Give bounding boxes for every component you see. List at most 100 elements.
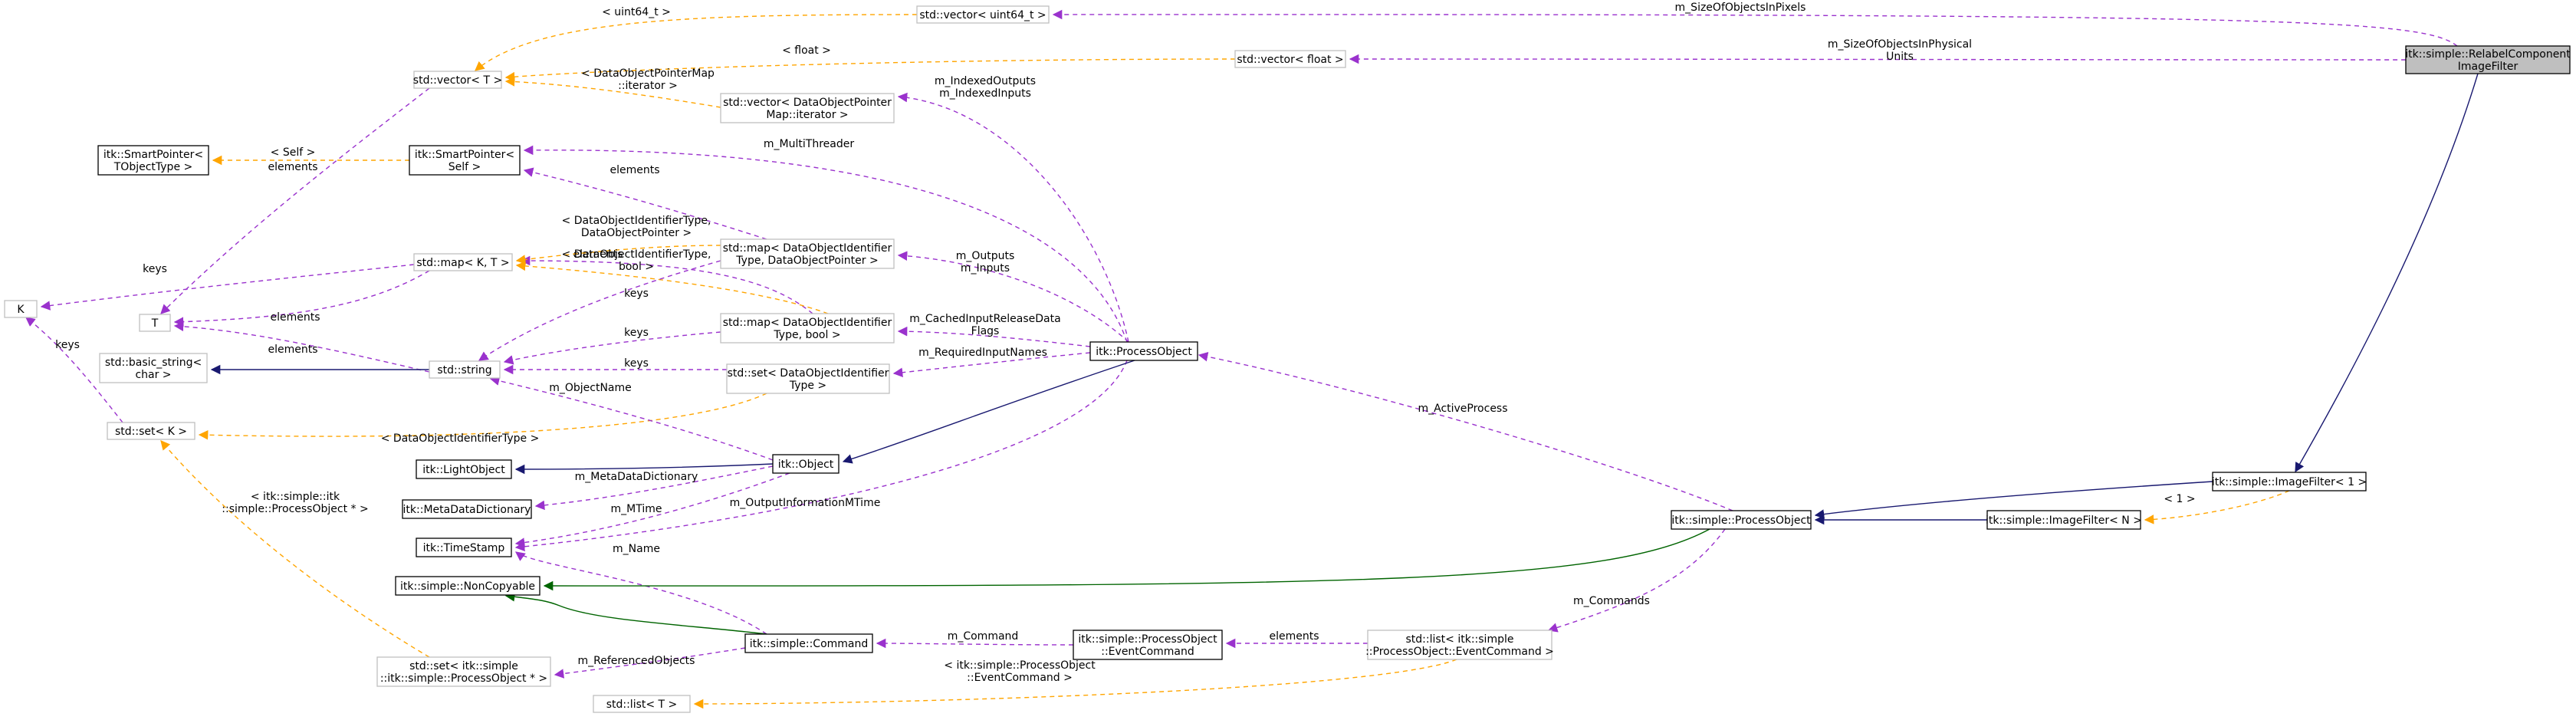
node-imagefilter-N[interactable]: itk::simple::ImageFilter< N > (1986, 510, 2142, 530)
edge-line (2144, 490, 2290, 524)
edge-float-tpl: < float > (504, 44, 1236, 82)
node-vec-uint64[interactable]: std::vector< uint64_t > (916, 5, 1050, 24)
edge-line (876, 638, 1074, 649)
node-label: std::set< K > (115, 426, 187, 438)
node-box (720, 313, 895, 344)
edge-label: m_Outputs (956, 250, 1015, 262)
edge-label: m_Commands (1573, 595, 1650, 607)
node-box (376, 656, 551, 687)
edge-label: < DataObjectIdentifierType, (562, 215, 711, 227)
node-box (1367, 630, 1552, 660)
node-map-doid-dop[interactable]: std::map< DataObjectIdentifierType, Data… (720, 238, 895, 269)
edge-line (160, 440, 430, 658)
node-sp-self[interactable]: itk::SmartPointer<Self > (409, 145, 521, 176)
node-box (720, 93, 895, 123)
node-label: ImageFilter (2458, 61, 2518, 73)
edge-label: keys (143, 263, 167, 275)
edge-list-elements: elements (1225, 630, 1368, 649)
node-K[interactable]: K (4, 300, 38, 318)
node-label: std::vector< uint64_t > (919, 9, 1046, 21)
node-box (916, 5, 1050, 24)
inheritance-edge (504, 591, 767, 635)
node-label: char > (135, 369, 171, 381)
edge-name: m_Name (514, 543, 767, 635)
edge-label: elements (268, 344, 317, 356)
edge-referenced: m_ReferencedObjects (554, 647, 746, 679)
edge-one-tpl: < 1 > (2144, 490, 2290, 524)
node-process-object[interactable]: itk::ProcessObject (1089, 341, 1198, 361)
node-timestamp[interactable]: itk::TimeStamp (416, 538, 512, 557)
edge-label: Units (1886, 51, 1914, 63)
node-map-doid-bool[interactable]: std::map< DataObjectIdentifierType, bool… (720, 313, 895, 344)
node-simple-po[interactable]: itk::simple::ProcessObject (1671, 510, 1812, 530)
edge-label: < itk::simple::itk (251, 491, 340, 503)
edge-active-process: m_ActiveProcess (1198, 352, 1733, 511)
node-label: itk::TimeStamp (423, 542, 505, 554)
node-object[interactable]: itk::Object (772, 454, 840, 474)
node-map-KT[interactable]: std::map< K, T > (413, 253, 513, 271)
node-box (395, 576, 540, 596)
node-set-K[interactable]: std::set< K > (107, 422, 196, 440)
node-set-doid[interactable]: std::set< DataObjectIdentifierType > (726, 363, 890, 394)
node-label: ::itk::simple::ProcessObject * > (380, 672, 547, 685)
edge-line (515, 245, 721, 265)
edge-label: < uint64_t > (602, 6, 671, 18)
node-vec-float[interactable]: std::vector< float > (1234, 50, 1346, 68)
edge-label: Flags (971, 325, 1000, 337)
node-light-object[interactable]: itk::LightObject (416, 459, 512, 479)
edge-label: keys (55, 339, 80, 351)
node-T[interactable]: T (139, 314, 171, 332)
edge-label: DataObjectPointer > (581, 227, 692, 239)
node-label: Self > (449, 161, 481, 173)
node-basic-string[interactable]: std::basic_string<char > (99, 353, 208, 383)
node-noncopyable[interactable]: itk::simple::NonCopyable (395, 576, 540, 596)
edge-output-mtime: m_OutputInformationMTime (514, 360, 1128, 552)
node-meta-dict[interactable]: itk::MetaDataDictionary (402, 499, 532, 519)
node-set-po[interactable]: std::set< itk::simple::itk::simple::Proc… (376, 656, 551, 687)
node-box (413, 71, 502, 89)
edge-list-tpl: < itk::simple::ProcessObject::EventComma… (693, 659, 1457, 709)
node-box (1986, 510, 2141, 530)
node-box (402, 499, 532, 519)
node-label: itk::ProcessObject (1096, 346, 1192, 358)
edge-label: m_RequiredInputNames (918, 347, 1047, 359)
node-list-eventcmd[interactable]: std::list< itk::simple::ProcessObject::E… (1365, 630, 1554, 660)
edge-map-T-elements: elements (173, 270, 430, 327)
node-label: itk::MetaDataDictionary (403, 504, 531, 516)
edge-sp-elements: elements (523, 164, 767, 240)
inheritance-edge (514, 463, 774, 475)
edge-label: ::EventCommand > (967, 672, 1073, 684)
node-label: std::map< DataObjectIdentifier (723, 242, 892, 255)
node-imagefilter-1[interactable]: itk::simple::ImageFilter< 1 > (2212, 472, 2367, 492)
node-label: itk::simple::ProcessObject (1671, 515, 1811, 527)
node-box (416, 538, 512, 557)
node-label: std::basic_string< (105, 357, 202, 369)
node-label: ::EventCommand (1101, 646, 1194, 658)
node-vec-dop-iter[interactable]: std::vector< DataObjectPointerMap::itera… (720, 93, 895, 123)
edge-line (897, 326, 1091, 347)
node-list-T[interactable]: std::list< T > (593, 695, 691, 713)
node-label: itk::simple::ImageFilter< N > (1986, 515, 2142, 527)
edge-uint64-tpl: < uint64_t > (475, 6, 918, 71)
edge-line (514, 360, 1128, 552)
edge-line (523, 167, 767, 240)
node-po-eventcmd[interactable]: itk::simple::ProcessObject::EventCommand (1073, 630, 1223, 660)
node-box (107, 422, 196, 440)
node-vec-T[interactable]: std::vector< T > (413, 71, 502, 89)
node-label: std::vector< T > (413, 74, 502, 87)
node-string[interactable]: std::string (429, 360, 501, 379)
node-label: ::ProcessObject::EventCommand > (1365, 646, 1554, 658)
edge-bool-keys: keys (503, 327, 721, 365)
node-label: T (151, 317, 159, 330)
edge-label: keys (624, 357, 649, 370)
node-sp-T[interactable]: itk::SmartPointer<TObjectType > (97, 145, 209, 176)
node-box (139, 314, 171, 332)
edge-map-keys: keys (40, 263, 415, 311)
edge-label: m_CachedInputReleaseData (909, 313, 1060, 325)
edge-dop-keys: keys (478, 260, 721, 361)
node-command[interactable]: itk::simple::Command (744, 633, 873, 653)
edge-label: < Self > (271, 146, 316, 159)
edge-line (554, 647, 746, 679)
